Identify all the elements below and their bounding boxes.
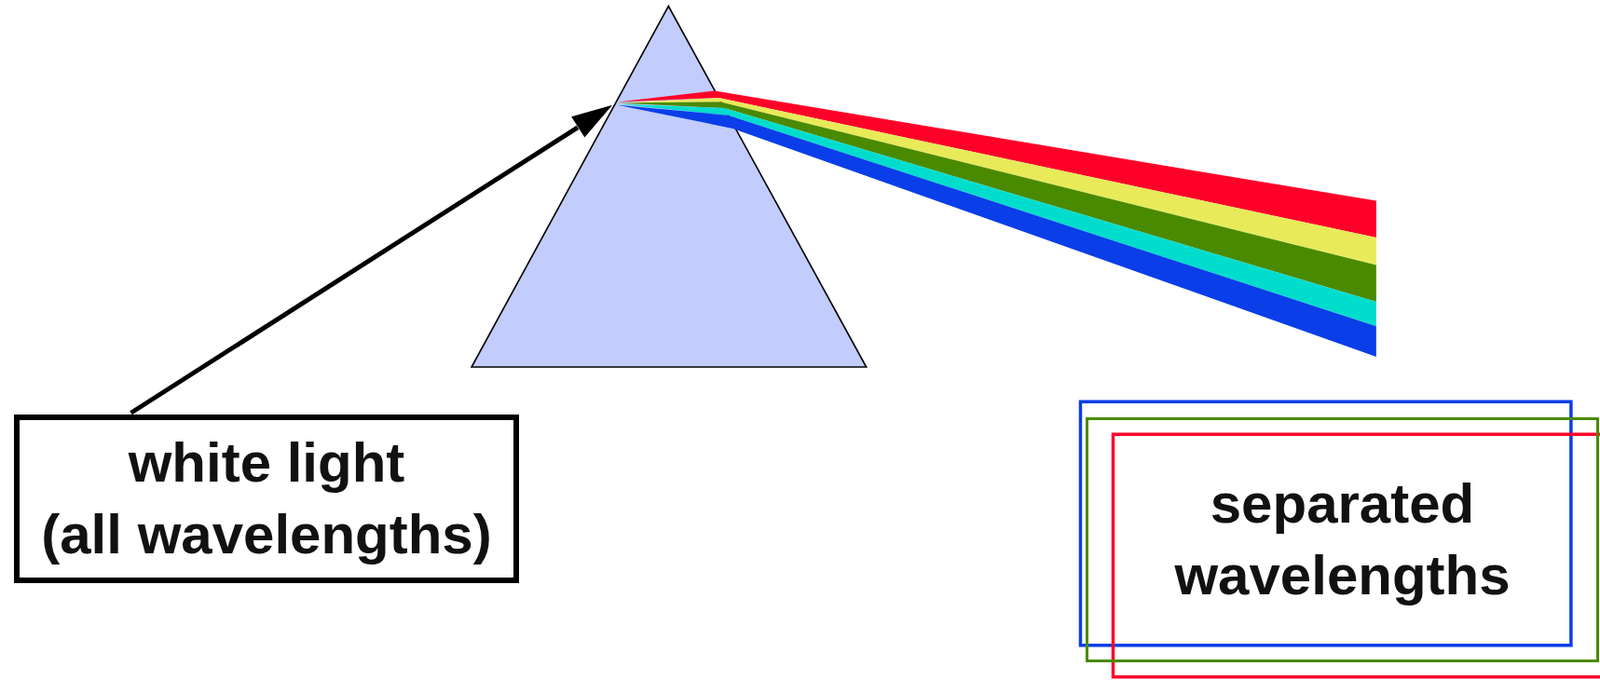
arrowhead — [571, 105, 613, 138]
blue-ray — [617, 105, 1377, 357]
label-box: separated wavelengths — [1085, 417, 1600, 663]
label-box: white light(all wavelengths) — [13, 414, 520, 585]
incoming-light-arrow — [131, 127, 578, 413]
label-text: separated wavelengths — [1088, 468, 1597, 613]
label-text: (all wavelengths) — [41, 499, 492, 572]
prism — [471, 6, 867, 368]
label-text: white light — [128, 427, 406, 500]
